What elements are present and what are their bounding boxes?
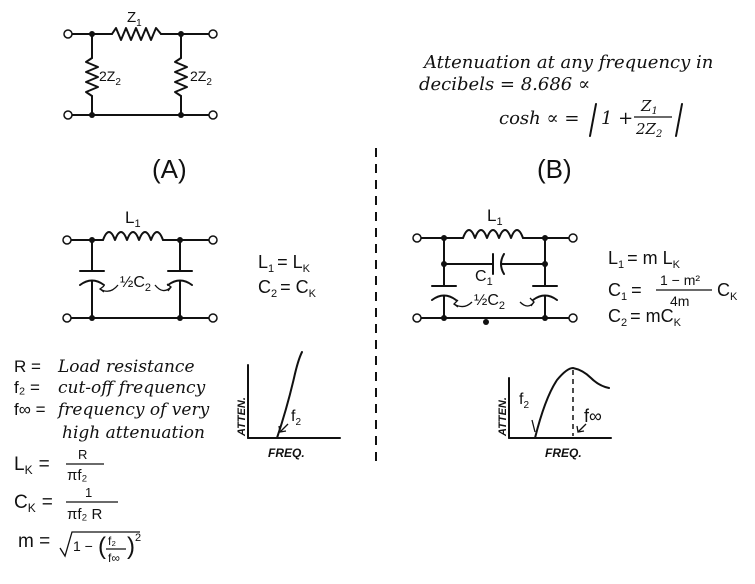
ck-den: πf₂ R	[67, 506, 103, 523]
l1-label-a: L1	[125, 208, 141, 230]
def-r-sym: R =	[14, 357, 41, 376]
cosh-lhs: cosh ∝ =	[499, 108, 579, 129]
ck-lhs: CK=	[14, 492, 53, 515]
m-square: 2	[135, 532, 141, 544]
top-pi-network: Z1 2Z2 2Z2	[63, 9, 218, 120]
circuit-b: L1 C1 ½C2	[412, 206, 578, 325]
graph-b-finf: f∞	[584, 406, 602, 426]
panel-label-b: (B)	[537, 154, 572, 184]
graph-b-xlabel: FREQ.	[545, 446, 582, 460]
attenuation-line-2: decibels = 8.686 ∝	[419, 74, 590, 95]
panel-label-a: (A)	[152, 154, 187, 184]
frac-num: Z1	[640, 97, 658, 117]
m-radicand: 1 −	[73, 538, 93, 554]
formulas: LK= R πf₂ CK= 1 πf₂ R m = 1 − ( f₂ f∞ ) …	[14, 447, 141, 565]
def-r-text: Load resistance	[57, 357, 195, 377]
z2-left-label: 2Z2	[99, 68, 121, 88]
lk-num: R	[78, 447, 87, 462]
graph-b-f2: f2	[519, 391, 529, 411]
def-finf-sym: f∞ =	[14, 400, 46, 419]
graph-a: ATTEN. FREQ. f2	[236, 351, 341, 460]
circuit-a: L1 ½C2	[62, 208, 218, 323]
m-lhs: m =	[18, 531, 50, 552]
def-finf-text: frequency of very	[56, 400, 210, 420]
graph-b-ylabel: ATTEN.	[497, 397, 509, 437]
one-plus: 1 +	[601, 108, 633, 129]
c1-label-b: C1	[475, 268, 493, 288]
c2-half-label-b: ½C2	[474, 292, 505, 312]
z1-label: Z1	[127, 9, 142, 29]
graph-a-ylabel: ATTEN.	[236, 397, 248, 437]
eq-c1-b: C1=	[608, 280, 642, 303]
def-finf-text-2: high attenuation	[62, 423, 205, 443]
z2-right-label: 2Z2	[190, 68, 212, 88]
graph-a-xlabel: FREQ.	[268, 446, 305, 460]
m-frac-num: f₂	[108, 534, 116, 548]
eq-c1-tail: CK	[717, 280, 738, 303]
eq-c2-a: C2= CK	[258, 277, 317, 300]
lk-den: πf₂	[67, 467, 88, 484]
l1-label-b: L1	[487, 206, 503, 228]
frac-den: 2Z2	[635, 120, 662, 140]
m-frac-den: f∞	[108, 551, 120, 565]
m-paren-l: (	[98, 533, 106, 560]
equations-b: L1= m LK C1= 1 − m² 4m CK C2= mCK	[608, 248, 738, 329]
c2-half-label-a: ½C2	[120, 274, 151, 294]
eq-l1-a: L1= LK	[258, 252, 311, 275]
eq-c1-num: 1 − m²	[660, 272, 700, 288]
eq-l1-b: L1= m LK	[608, 248, 681, 271]
attenuation-line-1: Attenuation at any frequency in	[422, 52, 713, 73]
attenuation-formula: Attenuation at any frequency in decibels…	[419, 52, 713, 140]
ck-num: 1	[85, 485, 92, 500]
graph-b: ATTEN. FREQ. f2 f∞	[497, 367, 612, 460]
def-f2-text: cut-off frequency	[58, 378, 206, 398]
equations-a: L1= LK C2= CK	[258, 252, 317, 300]
definitions: R = Load resistance f₂ = cut-off frequen…	[14, 357, 210, 443]
eq-c2-b: C2= mCK	[608, 306, 682, 329]
def-f2-sym: f₂ =	[14, 378, 40, 397]
m-paren-r: )	[127, 533, 135, 560]
lk-lhs: LK=	[14, 454, 50, 477]
graph-a-f2: f2	[291, 408, 301, 428]
eq-c1-den: 4m	[670, 293, 689, 309]
